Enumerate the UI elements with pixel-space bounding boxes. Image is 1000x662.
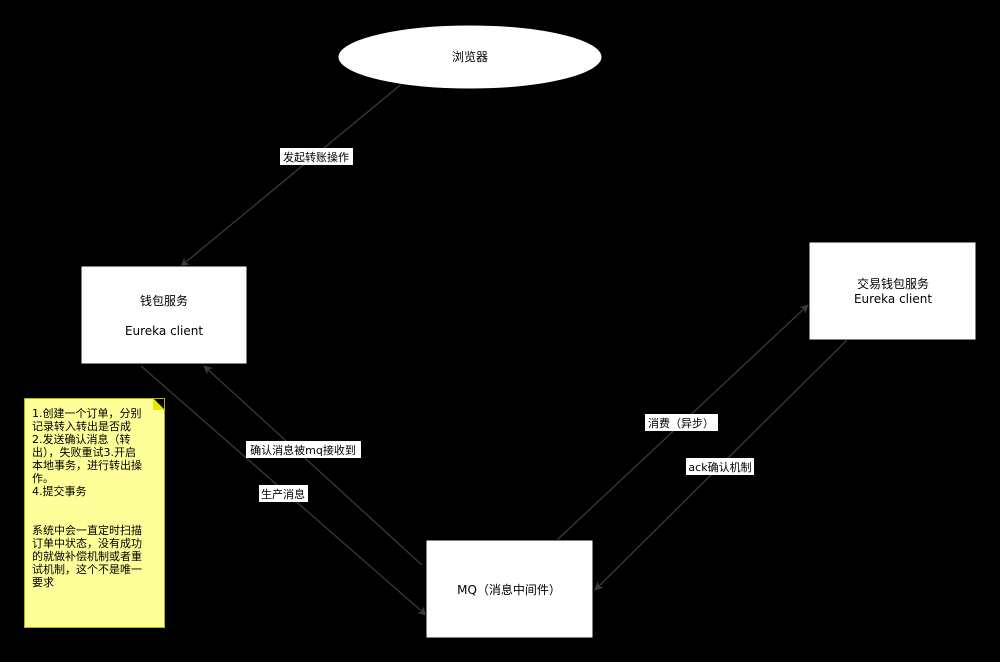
wallet-service-box [80,265,248,365]
note-line: 1.创建一个订单，分别 [32,407,142,420]
edge-label-bg [280,148,353,165]
note-line: 出），失败重试3.开启 [32,446,136,459]
note-line: 订单中状态，没有成功 [32,537,142,550]
edge-label-bg [686,458,754,475]
edge-label-mq-consume: 消费（异步） [645,414,718,431]
edge-mq-confirm-to-wallet [203,365,423,566]
node-trade-wallet-service[interactable]: 交易钱包服务 Eureka client [808,241,977,341]
node-browser[interactable]: 浏览器 [337,24,603,90]
edge-label-bg [645,414,718,431]
node-wallet-service[interactable]: 钱包服务 Eureka client [80,265,248,365]
sticky-note[interactable]: 1.创建一个订单，分别 记录转入转出是否成 2.发送确认消息（转 出），失败重试… [24,398,165,628]
note-line: 本地事务，进行转出操 [32,459,142,472]
note-spacer [32,498,160,524]
note-line: 的就做补偿机制或者重 [32,550,142,563]
edge-label-text: 发起转账操作 [283,150,349,164]
note-line: 试机制，这个不是唯一 [32,563,142,576]
note-line: 系统中会一直定时扫描 [32,524,142,537]
note-line: 要求 [32,576,54,589]
mq-label: MQ（消息中间件） [457,582,561,597]
trade-wallet-service-title: 交易钱包服务 [857,276,929,291]
browser-label: 浏览器 [452,49,488,64]
note-line: 2.发送确认消息（转 [32,433,131,446]
wallet-service-subtitle: Eureka client [125,324,203,338]
browser-ellipse [337,24,603,90]
edge-label-text: 确认消息被mq接收到 [250,443,356,457]
edge-label-wallet-produce: 生产消息 [259,485,308,502]
trade-wallet-service-box [808,241,977,341]
edge-browser-to-wallet [180,81,405,267]
note-line: 记录转入转出是否成 [32,420,131,433]
edge-label-bg [259,485,308,502]
edge-label-text: 消费（异步） [648,416,714,430]
trade-wallet-service-subtitle: Eureka client [854,292,932,306]
edge-label-mq-confirm: 确认消息被mq接收到 [246,441,361,458]
node-mq[interactable]: MQ（消息中间件） [425,539,594,639]
wallet-service-title: 钱包服务 [140,293,188,308]
edge-label-text: 生产消息 [261,487,305,501]
edge-label-bg [246,441,361,458]
edge-label-text: ack确认机制 [688,460,751,474]
edge-label-trade-ack: ack确认机制 [686,458,754,475]
edge-label-browser-to-wallet: 发起转账操作 [280,148,353,165]
note-line: 作。 [32,472,54,485]
mq-box [425,539,594,639]
note-line: 4.提交事务 [32,485,87,498]
